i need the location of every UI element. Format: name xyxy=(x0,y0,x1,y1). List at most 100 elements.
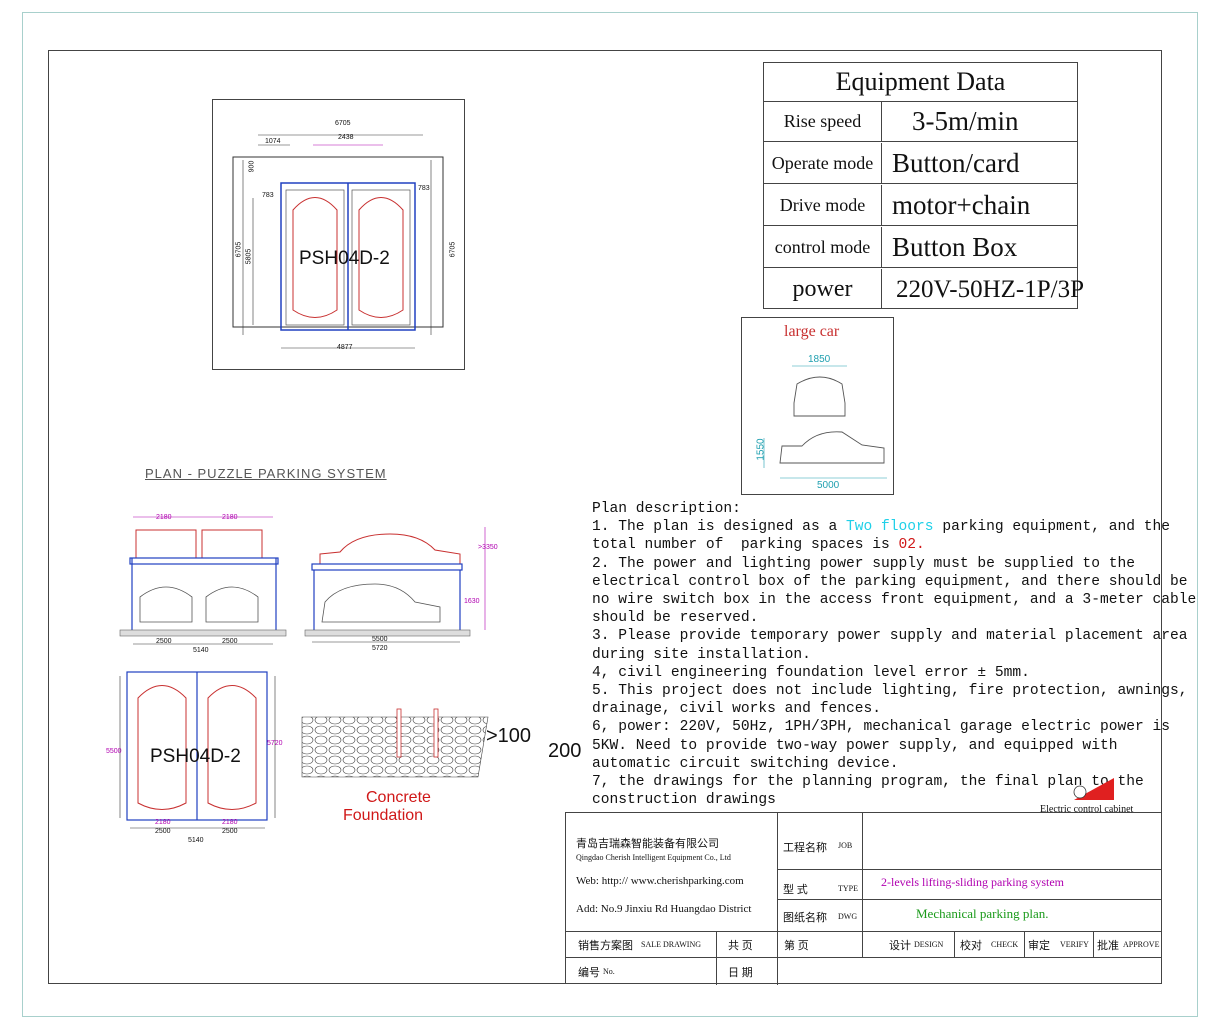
date-label: 日 期 xyxy=(728,967,753,979)
plan-text: 1. The plan is designed as a xyxy=(592,519,846,536)
project-label-cn: 工程名称 xyxy=(783,842,827,854)
top-bottom-dim-2: 2500 xyxy=(222,828,238,835)
equipment-row: power 220V-50HZ-1P/3P xyxy=(764,269,1084,308)
plan-view-drawing xyxy=(232,134,444,349)
plan-line: electrical control box of the parking eq… xyxy=(592,573,1188,590)
foundation-depth: >100 xyxy=(486,725,532,747)
front-view-drawing xyxy=(119,516,287,645)
drawing-value: Mechanical parking plan. xyxy=(916,906,1049,921)
dim-overall-width: 6705 xyxy=(335,120,351,127)
equipment-row-value: motor+chain xyxy=(892,190,1031,220)
dim-left-offset: 783 xyxy=(262,192,274,199)
design-label-cn: 设计 xyxy=(889,940,911,952)
plan-line: 5KW. Need to provide two-way power suppl… xyxy=(592,737,1118,754)
drawing-outer-frame xyxy=(22,12,1198,1017)
approve-label-cn: 批准 xyxy=(1097,940,1119,952)
plan-view-label: PSH04D-2 xyxy=(299,248,390,269)
front-total-dim: 5140 xyxy=(193,647,209,654)
page-label: 第 页 xyxy=(784,940,809,952)
foundation-section: >100 200 Concrete Foundation xyxy=(300,705,590,835)
project-label-en: JOB xyxy=(838,841,853,850)
equipment-row-value: 220V-50HZ-1P/3P xyxy=(896,276,1084,303)
cabinet-label: Electric control cabinet xyxy=(1040,804,1134,815)
equipment-row-value: Button/card xyxy=(892,148,1020,178)
company-address: Add: No.9 Jinxiu Rd Huangdao District xyxy=(576,903,752,915)
verify-label-cn: 审定 xyxy=(1028,940,1050,952)
sale-drawing-en: SALE DRAWING xyxy=(641,940,702,949)
large-car-width: 1850 xyxy=(808,354,831,365)
plan-line: 5. This project does not include lightin… xyxy=(592,683,1188,700)
large-car-height: 1550 xyxy=(755,438,767,461)
dim-right-offset: 783 xyxy=(418,185,430,192)
plan-line: total number of parking spaces is 02. xyxy=(592,536,1162,554)
dim-inner-height: 5805 xyxy=(245,248,253,265)
equipment-row-label: control mode xyxy=(764,227,882,267)
top-bottom-dim-1: 2500 xyxy=(155,828,171,835)
foundation-title-line1: Concrete xyxy=(366,789,431,806)
equipment-row: Operate mode Button/card xyxy=(764,143,1077,184)
plan-highlight-floors: Two floors xyxy=(845,519,934,536)
front-top-dim-2: 2180 xyxy=(222,514,238,521)
top-top-dim-1: 2180 xyxy=(155,819,171,826)
drawing-label-en: DWG xyxy=(838,912,858,921)
dim-top-offset: 900 xyxy=(248,160,256,173)
plan-line: 4, civil engineering foundation level er… xyxy=(592,664,1030,681)
large-car-drawing xyxy=(763,365,887,479)
side-view-drawing xyxy=(304,527,486,643)
sale-drawing-cn: 销售方案图 xyxy=(578,940,633,952)
front-view: 2180 2180 2500 2500 5140 xyxy=(118,512,288,657)
side-dim-5500: 5500 xyxy=(372,636,388,643)
equipment-row: Drive mode motor+chain xyxy=(764,185,1077,226)
top-right-height: 5720 xyxy=(267,740,283,747)
equipment-table-title: Equipment Data xyxy=(764,63,1077,102)
type-value: 2-levels lifting-sliding parking system xyxy=(881,875,1064,889)
top-left-height: 5500 xyxy=(106,748,122,755)
equipment-row-label: Drive mode xyxy=(764,185,882,225)
plan-line: automatic circuit switching device. xyxy=(592,755,899,772)
plan-line: 3. Please provide temporary power supply… xyxy=(592,628,1188,645)
plan-line: 1. The plan is designed as a Two floors … xyxy=(592,518,1170,536)
dim-bottom: 4877 xyxy=(337,344,353,351)
side-height-top: >3350 xyxy=(478,544,498,551)
equipment-row-label: Operate mode xyxy=(764,143,882,183)
equipment-row-label: Rise speed xyxy=(764,101,882,141)
foundation-drawing xyxy=(301,708,489,778)
plan-line: construction drawings xyxy=(592,792,776,809)
plan-line: during site installation. xyxy=(592,646,811,663)
plan-text: total number of parking spaces is xyxy=(592,537,899,554)
plan-view: 6705 1074 2438 900 783 783 6705 5805 670… xyxy=(212,99,465,370)
control-cabinet-icon xyxy=(1073,778,1114,800)
number-label-en: No. xyxy=(603,967,615,976)
front-bottom-dim-2: 2500 xyxy=(222,638,238,645)
company-name-cn: 青岛吉瑞森智能装备有限公司 xyxy=(576,838,719,850)
equipment-row: control mode Button Box xyxy=(764,227,1077,268)
approve-label-en: APPROVE xyxy=(1123,940,1160,949)
equipment-row-label: power xyxy=(764,269,882,308)
front-bottom-dim-1: 2500 xyxy=(156,638,172,645)
side-view: >3350 1630 5500 5720 xyxy=(300,522,500,657)
large-car-box: large car 1850 1550 5000 xyxy=(741,317,894,495)
top-view-label: PSH04D-2 xyxy=(150,746,241,767)
company-name-en: Qingdao Cherish Intelligent Equipment Co… xyxy=(576,853,731,862)
section-title: PLAN - PUZZLE PARKING SYSTEM xyxy=(145,466,387,481)
large-car-title: large car xyxy=(784,323,840,340)
dim-door: 1074 xyxy=(265,138,281,145)
plan-highlight-spaces: 02. xyxy=(898,537,925,554)
title-block: 青岛吉瑞森智能装备有限公司 Qingdao Cherish Intelligen… xyxy=(565,812,1162,985)
drawing-label-cn: 图纸名称 xyxy=(783,912,827,924)
top-view-drawing xyxy=(119,671,276,829)
dim-height-right: 6705 xyxy=(449,241,457,258)
plan-heading: Plan description: xyxy=(592,501,741,517)
side-height-mid: 1630 xyxy=(464,598,480,605)
top-view: 5500 5720 2180 2180 2500 2500 5140 PSH04… xyxy=(100,668,290,846)
equipment-row-value: Button Box xyxy=(892,232,1018,262)
company-web: Web: http:// www.cherishparking.com xyxy=(576,875,744,887)
plan-line: should be reserved. xyxy=(592,610,759,627)
type-label-cn: 型 式 xyxy=(783,884,808,896)
type-label-en: TYPE xyxy=(838,884,858,893)
equipment-data-table: Equipment Data Rise speed 3-5m/min Opera… xyxy=(763,62,1084,309)
plan-text: parking equipment, and the xyxy=(933,519,1171,536)
plan-line: drainage, civil works and fences. xyxy=(592,701,882,718)
foundation-title-line2: Foundation xyxy=(343,807,424,824)
front-top-dim-1: 2180 xyxy=(156,514,172,521)
